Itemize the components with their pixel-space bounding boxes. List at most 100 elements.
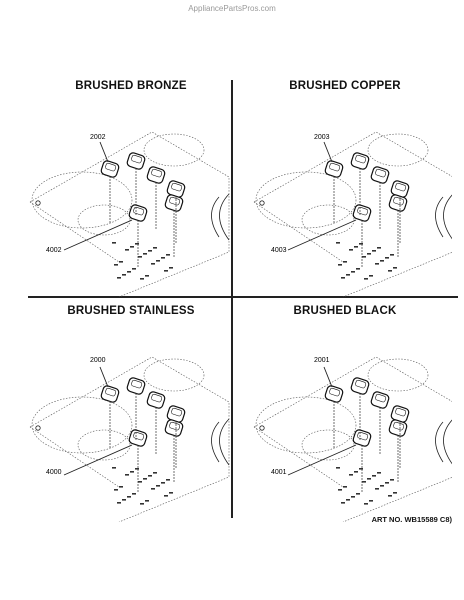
burner-arc	[435, 196, 444, 238]
burner-arc-outer	[219, 418, 230, 466]
valve-part	[135, 243, 139, 245]
knob-icon	[100, 385, 120, 403]
bezel-part-label: 4001	[271, 469, 287, 476]
knob-face	[169, 421, 181, 431]
knob-face	[375, 393, 387, 403]
valve-part	[385, 482, 389, 484]
knob-icon	[324, 385, 344, 403]
burner-arc-outer	[219, 193, 230, 241]
valve-part	[390, 254, 394, 256]
valve-part	[151, 263, 155, 265]
burner-arc	[211, 421, 220, 463]
bezel-leader-line	[63, 219, 133, 251]
burner-ring-inner	[301, 429, 355, 461]
burner-ring-inner	[77, 429, 131, 461]
valve-part	[122, 274, 126, 276]
panel-brushed-copper: BRUSHED COPPER 2003 4003	[238, 80, 452, 297]
valve-part	[375, 263, 379, 265]
cooktop-knob-diagram: 2000 4000	[29, 356, 230, 522]
cooktop-knob-diagram: 2001 4001	[253, 356, 452, 522]
valve-part	[114, 489, 118, 491]
valve-part	[138, 256, 142, 258]
valve-part	[132, 268, 136, 270]
valve-part	[354, 246, 358, 248]
knob-face	[171, 407, 183, 417]
valve-part	[145, 275, 149, 277]
valve-part	[336, 467, 340, 469]
valve-part	[148, 250, 152, 252]
knob-leader-line	[99, 366, 109, 388]
cooktop-outline	[29, 131, 230, 297]
knob-leader-line	[323, 366, 333, 388]
knob-face	[105, 162, 117, 172]
knob-face	[395, 407, 407, 417]
knob-face	[133, 431, 145, 441]
valve-part	[140, 278, 144, 280]
knob-icon	[370, 391, 390, 409]
valve-part	[166, 479, 170, 481]
valve-part	[145, 500, 149, 502]
bezel-part-label: 4003	[271, 247, 287, 254]
valve-part	[349, 474, 353, 476]
knob-face	[357, 206, 369, 216]
knob-face	[329, 387, 341, 397]
burner-arc-outer	[443, 419, 452, 465]
burner-ring	[31, 171, 133, 229]
valve-part	[393, 492, 397, 494]
burner-ring-rear	[143, 133, 205, 167]
valve-part	[112, 467, 116, 469]
vertical-divider	[231, 80, 233, 518]
valve-part	[393, 267, 397, 269]
valve-part	[122, 499, 126, 501]
valve-part	[356, 268, 360, 270]
knob-face	[133, 206, 145, 216]
knob-icon	[146, 391, 166, 409]
valve-part	[351, 271, 355, 273]
cooktop-knob-diagram: 2002 4002	[29, 131, 230, 297]
valve-part	[354, 471, 358, 473]
panel-title: BRUSHED BLACK	[293, 305, 397, 317]
panel-title: BRUSHED STAINLESS	[67, 305, 195, 317]
knob-icon	[352, 204, 372, 222]
valve-part	[164, 270, 168, 272]
knob-face	[169, 196, 181, 206]
knob-face	[329, 162, 341, 172]
valve-part	[338, 264, 342, 266]
valve-part	[156, 485, 160, 487]
bezel-leader-line	[287, 444, 357, 476]
valve-part	[127, 496, 131, 498]
valve-part	[359, 243, 363, 245]
bezel-leader-line	[287, 219, 357, 251]
watermark: AppliancePartsPros.com	[188, 4, 276, 13]
knob-face	[131, 379, 143, 389]
knob-face	[393, 196, 405, 206]
knob-icon	[350, 377, 370, 395]
knob-face	[151, 393, 163, 403]
cooktop-knob-diagram: 2003 4003	[253, 131, 452, 297]
valve-part	[151, 488, 155, 490]
valve-part	[375, 488, 379, 490]
knob-icon	[128, 429, 148, 447]
valve-part	[166, 254, 170, 256]
knob-part-label: 2002	[90, 134, 106, 141]
valve-part	[372, 475, 376, 477]
valve-part	[161, 482, 165, 484]
valve-part	[343, 486, 347, 488]
panel-brushed-black: BRUSHED BLACK 2001 4001	[238, 305, 452, 522]
knob-leader-line	[99, 141, 109, 163]
screw-icon	[35, 200, 41, 206]
valve-part	[125, 474, 129, 476]
valve-part	[164, 495, 168, 497]
burner-ring-inner	[301, 204, 355, 236]
bezel-leader-line	[63, 444, 133, 476]
valve-part	[343, 261, 347, 263]
knob-face	[171, 182, 183, 192]
panel-brushed-stainless: BRUSHED STAINLESS 2000 4000	[24, 305, 238, 522]
valve-part	[125, 249, 129, 251]
valve-part	[380, 260, 384, 262]
knob-icon	[100, 160, 120, 178]
valve-part	[153, 247, 157, 249]
valve-part	[127, 271, 131, 273]
valve-part	[143, 253, 147, 255]
valve-part	[385, 257, 389, 259]
